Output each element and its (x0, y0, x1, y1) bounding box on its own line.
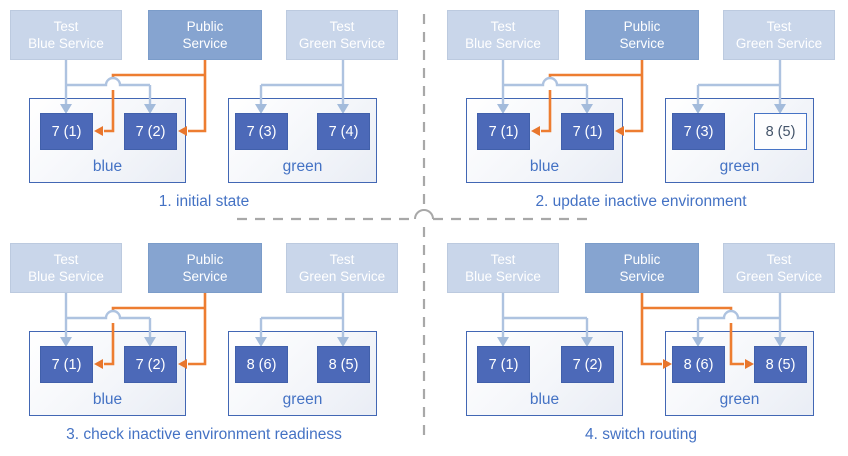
pod-green-2: 7 (4) (317, 113, 370, 150)
blue-environment-label: blue (529, 158, 560, 175)
pod-green-2: 8 (5) (754, 346, 807, 383)
step-caption: 2. update inactive environment (535, 193, 747, 210)
pod-blue-2: 7 (2) (561, 346, 614, 383)
quadrant-3-check-readiness: Test Blue Service Public Service Test Gr… (6, 243, 406, 455)
pod-blue-2: 7 (2) (124, 346, 177, 383)
service-label-line1: Test (490, 19, 516, 34)
service-label-line2: Service (182, 36, 228, 51)
pod-green-2: 8 (5) (317, 346, 370, 383)
service-label-line2: Green Service (735, 36, 823, 51)
service-label-line1: Public (623, 19, 661, 34)
pod-blue-1: 7 (1) (40, 346, 93, 383)
service-label-line2: Service (182, 269, 228, 284)
step-caption: 1. initial state (158, 193, 250, 210)
service-label-line1: Public (186, 19, 224, 34)
service-label-line1: Public (623, 252, 661, 267)
pod-green-2: 8 (5) (754, 113, 807, 150)
service-label-line2: Service (619, 269, 665, 284)
service-label-line1: Test (766, 252, 792, 267)
step-caption: 3. check inactive environment readiness (66, 426, 342, 443)
blue-environment-label: blue (92, 158, 123, 175)
green-environment-label: green (719, 391, 760, 408)
pod-blue-1: 7 (1) (477, 346, 530, 383)
public-service-box: Public Service (148, 243, 262, 293)
test-green-service-box: Test Green Service (723, 10, 835, 60)
pod-blue-2: 7 (2) (124, 113, 177, 150)
test-blue-service-box: Test Blue Service (447, 243, 559, 293)
service-label-line1: Test (329, 252, 355, 267)
divider-hop-arc (414, 209, 434, 220)
blue-environment-label: blue (92, 391, 123, 408)
service-label-line1: Test (490, 252, 516, 267)
service-label-line2: Green Service (298, 269, 386, 284)
service-label-line1: Test (53, 252, 79, 267)
step-caption: 4. switch routing (585, 426, 697, 443)
green-environment-label: green (282, 158, 323, 175)
test-green-service-box: Test Green Service (723, 243, 835, 293)
pod-green-1: 7 (3) (235, 113, 288, 150)
test-blue-service-box: Test Blue Service (10, 10, 122, 60)
blue-environment-label: blue (529, 391, 560, 408)
quadrant-1-initial-state: Test Blue Service Public Service Test Gr… (6, 10, 406, 222)
service-label-line1: Test (53, 19, 79, 34)
service-label-line1: Public (186, 252, 224, 267)
service-label-line2: Blue Service (28, 269, 104, 284)
service-label-line2: Blue Service (465, 269, 541, 284)
test-blue-service-box: Test Blue Service (447, 10, 559, 60)
green-environment-label: green (719, 158, 760, 175)
pod-green-1: 8 (6) (672, 346, 725, 383)
service-label-line2: Blue Service (28, 36, 104, 51)
service-label-line1: Test (766, 19, 792, 34)
green-environment-label: green (282, 391, 323, 408)
test-green-service-box: Test Green Service (286, 243, 398, 293)
pod-green-1: 7 (3) (672, 113, 725, 150)
public-service-box: Public Service (585, 10, 699, 60)
service-label-line1: Test (329, 19, 355, 34)
test-blue-service-box: Test Blue Service (10, 243, 122, 293)
pod-green-1: 8 (6) (235, 346, 288, 383)
pod-blue-1: 7 (1) (40, 113, 93, 150)
service-label-line2: Green Service (735, 269, 823, 284)
test-green-service-box: Test Green Service (286, 10, 398, 60)
public-service-box: Public Service (148, 10, 262, 60)
public-service-box: Public Service (585, 243, 699, 293)
quadrant-4-switch-routing: Test Blue Service Public Service Test Gr… (443, 243, 843, 455)
service-label-line2: Blue Service (465, 36, 541, 51)
quadrant-2-update-inactive: Test Blue Service Public Service Test Gr… (443, 10, 843, 222)
service-label-line2: Green Service (298, 36, 386, 51)
service-label-line2: Service (619, 36, 665, 51)
pod-blue-1: 7 (1) (477, 113, 530, 150)
pod-blue-2: 7 (1) (561, 113, 614, 150)
